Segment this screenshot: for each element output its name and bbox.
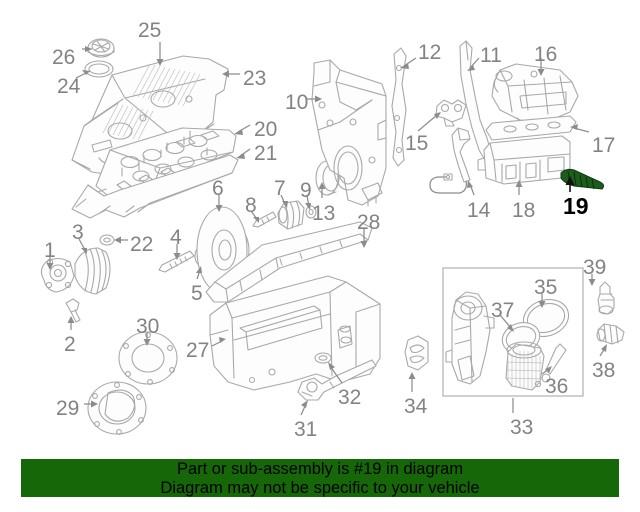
callout-label-25: 25 bbox=[138, 19, 162, 42]
part-29-rear-main-seal-housing bbox=[87, 381, 147, 435]
assembly-33-group-box bbox=[442, 267, 584, 397]
part-24-filler-cap-seal bbox=[84, 60, 114, 78]
part-36-oil-filter-element bbox=[505, 341, 545, 391]
callout-label-7: 7 bbox=[274, 177, 286, 200]
callout-label-31: 31 bbox=[294, 418, 318, 441]
callout-label-3: 3 bbox=[72, 221, 84, 244]
part-39-oil-drain-plug bbox=[597, 281, 615, 315]
callout-label-8: 8 bbox=[245, 194, 257, 217]
callout-label-38: 38 bbox=[592, 359, 616, 382]
part-28-oil-pan-gasket bbox=[205, 221, 373, 303]
callout-label-34: 34 bbox=[404, 395, 428, 418]
part-31-oil-pickup-tube bbox=[297, 359, 377, 401]
part-7-oil-pump-gear bbox=[277, 200, 305, 230]
banner-line-1: Part or sub-assembly is #19 in diagram bbox=[176, 460, 464, 478]
callout-label-29: 29 bbox=[56, 397, 80, 420]
callout-label-13: 13 bbox=[312, 202, 336, 225]
part-19-highlighted-bolt bbox=[560, 168, 605, 190]
part-27-oil-pan bbox=[209, 275, 381, 391]
part-8-bolt bbox=[252, 211, 277, 228]
part-21-cylinder-head-gasket bbox=[71, 154, 239, 219]
callout-label-36: 36 bbox=[545, 375, 569, 398]
callout-label-4: 4 bbox=[170, 226, 182, 249]
info-banner: Part or sub-assembly is #19 in diagram D… bbox=[21, 459, 619, 497]
callout-label-11: 11 bbox=[480, 44, 502, 67]
callout-label-5: 5 bbox=[191, 282, 203, 305]
part-3-vibration-damper bbox=[74, 247, 111, 295]
part-9-seal-ring bbox=[305, 205, 317, 219]
part-33-oil-filter-housing bbox=[445, 291, 495, 385]
part-18-oil-pump-housing bbox=[477, 135, 571, 185]
part-26-oil-filler-cap bbox=[87, 38, 115, 58]
callout-label-28: 28 bbox=[357, 211, 381, 234]
part-4-flywheel-bolt bbox=[158, 250, 195, 273]
callout-label-9: 9 bbox=[300, 179, 312, 202]
callout-label-12: 12 bbox=[418, 41, 442, 64]
callout-label-35: 35 bbox=[534, 276, 558, 299]
callout-label-26: 26 bbox=[52, 46, 76, 69]
callout-label-27: 27 bbox=[186, 339, 210, 362]
callout-label-15: 15 bbox=[405, 132, 429, 155]
callout-label-16: 16 bbox=[534, 43, 558, 66]
part-38-threaded-fitting bbox=[596, 323, 625, 345]
callout-label-33: 33 bbox=[510, 416, 534, 439]
callout-label-14: 14 bbox=[467, 199, 491, 222]
part-17-pump-gasket bbox=[485, 115, 577, 141]
callout-label-23: 23 bbox=[243, 67, 267, 90]
callout-label-6: 6 bbox=[212, 177, 224, 200]
leader-line-19 bbox=[565, 176, 575, 192]
part-30-rear-main-seal-gasket bbox=[118, 331, 178, 385]
callout-label-22: 22 bbox=[130, 233, 154, 256]
part-32-pickup-o-ring bbox=[314, 352, 332, 364]
part-22-o-ring bbox=[99, 234, 115, 246]
callout-label-10: 10 bbox=[285, 91, 309, 114]
callout-label-39: 39 bbox=[583, 256, 607, 279]
callout-label-24: 24 bbox=[57, 75, 81, 98]
callout-label-2: 2 bbox=[64, 333, 76, 356]
callout-label-37: 37 bbox=[491, 299, 515, 322]
callout-label-17: 17 bbox=[592, 134, 616, 157]
callout-label-20: 20 bbox=[254, 118, 278, 141]
part-14-crankshaft-position-sensor bbox=[429, 127, 471, 194]
part-1-crankshaft-hub bbox=[40, 257, 75, 293]
part-10-timing-chain-cover bbox=[311, 59, 387, 207]
leader-lines bbox=[46, 42, 607, 416]
callout-label-21: 21 bbox=[254, 142, 278, 165]
callout-label-32: 32 bbox=[338, 386, 362, 409]
callout-label-30: 30 bbox=[136, 315, 160, 338]
callout-label-18: 18 bbox=[512, 199, 536, 222]
part-15-sensor-bracket bbox=[435, 99, 467, 127]
part-2-hub-bolt bbox=[65, 298, 81, 323]
callout-label-19: 19 bbox=[563, 193, 589, 219]
banner-line-2: Diagram may not be specific to your vehi… bbox=[160, 478, 480, 497]
callout-label-1: 1 bbox=[44, 239, 56, 262]
part-34-housing-gasket bbox=[404, 335, 429, 371]
part-12-cover-gasket bbox=[391, 47, 407, 167]
